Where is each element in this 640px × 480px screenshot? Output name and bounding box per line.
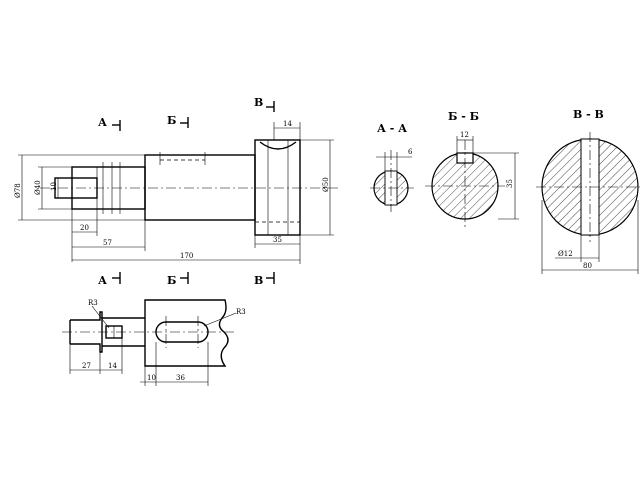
main-view [40, 139, 340, 236]
cut-marks-bottom: А Б В [98, 272, 275, 287]
bottom-view: R3 R3 27 14 10 36 [62, 299, 246, 386]
bottom-keyway-slot [155, 321, 209, 343]
section-b: Б - Б 12 35 [425, 110, 519, 228]
dim-l35: 35 [273, 236, 282, 244]
dim-l14: 14 [108, 362, 117, 370]
dim-s35: 35 [506, 179, 514, 188]
cut-label-v: В [254, 96, 263, 109]
dim-l27: 27 [82, 362, 91, 370]
cut-label-b: Б [167, 114, 176, 127]
cut-label-a-bottom: А [98, 274, 107, 287]
dim-d40: Ø40 [34, 180, 42, 195]
cut-label-b-bottom: Б [167, 274, 176, 287]
dim-s6: 6 [408, 148, 413, 156]
shaft-middle [144, 154, 256, 221]
dim-l10: 10 [147, 374, 156, 382]
section-v: В - В Ø12 80 [536, 108, 640, 274]
section-a: А - А 6 [370, 122, 414, 212]
dim-w80: 80 [583, 262, 592, 270]
cut-label-v-bottom: В [254, 274, 263, 287]
shaft-flange [254, 139, 301, 236]
section-a-title: А - А [377, 122, 407, 135]
dim-r3-left: R3 [88, 299, 98, 307]
dim-l20: 20 [80, 224, 89, 232]
dim-s12: 12 [460, 131, 469, 139]
dim-l57: 57 [103, 239, 112, 247]
dim-r3-right: R3 [236, 308, 246, 316]
section-v-title: В - В [573, 108, 604, 121]
section-b-title: Б - Б [448, 110, 479, 123]
dim-l36: 36 [176, 374, 185, 382]
dim-w14: 14 [283, 120, 292, 128]
dim-l170: 170 [180, 252, 193, 260]
dim-d12: Ø12 [558, 250, 573, 258]
dim-d10: 10 [50, 182, 58, 191]
dim-d78: Ø78 [14, 183, 22, 198]
main-dimensions: Ø78 Ø40 10 Ø50 14 20 57 170 35 [14, 120, 334, 264]
cut-label-a: А [98, 116, 107, 129]
bottom-body [144, 299, 229, 367]
bottom-shaft-left [70, 311, 103, 353]
cut-marks-top: А Б В [98, 96, 275, 131]
dim-d50: Ø50 [322, 177, 330, 192]
flange-slot-arc [259, 141, 297, 150]
